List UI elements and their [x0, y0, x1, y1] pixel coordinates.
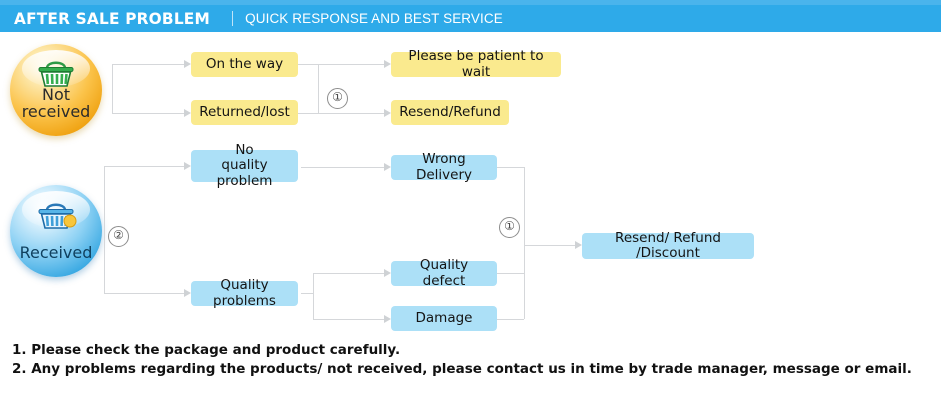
arrowhead-branch1-bottom — [184, 109, 191, 117]
box-quality-problems[interactable]: Quality problems — [191, 278, 298, 308]
connector-branch1-top — [112, 64, 184, 65]
header-content: AFTER SALE PROBLEM QUICK RESPONSE AND BE… — [14, 5, 503, 32]
badge-received: Received — [10, 185, 102, 277]
arrowhead-outcome — [575, 241, 582, 249]
connector-branch1-mid-out-bottom — [318, 113, 384, 114]
arrowhead-branch1-out-top — [384, 60, 391, 68]
connector-merge-out — [524, 245, 575, 246]
arrowhead-branch1-top — [184, 60, 191, 68]
footer-notes: 1. Please check the package and product … — [12, 341, 922, 379]
badge-not-received: Not received — [10, 44, 102, 136]
connector-branch1-bottom — [112, 113, 184, 114]
header-top-strip — [0, 0, 941, 5]
connector-quality-problems-stub — [301, 293, 313, 294]
header-bar: AFTER SALE PROBLEM QUICK RESPONSE AND BE… — [0, 5, 941, 32]
connector-branch1-mid-in-top — [298, 64, 318, 65]
arrowhead-damage — [384, 315, 391, 323]
connector-quality-problems-trunk — [313, 273, 314, 319]
connector-merge-in-wrong-delivery — [497, 167, 524, 168]
box-resend-refund[interactable]: Resend/Refund — [391, 100, 509, 125]
connector-branch1-mid-in-bottom — [298, 113, 318, 114]
circled-number-2: ② — [108, 226, 129, 247]
badge-label-received: Received — [19, 242, 93, 262]
header-subtitle: QUICK RESPONSE AND BEST SERVICE — [245, 11, 503, 26]
connector-no-quality-to-wrong-delivery — [301, 167, 384, 168]
arrowhead-branch2-bottom — [184, 289, 191, 297]
circled-number-1-branch2: ① — [499, 217, 520, 238]
box-on-the-way[interactable]: On the way — [191, 52, 298, 77]
box-wrong-delivery[interactable]: Wrong Delivery — [391, 152, 497, 182]
circled-number-1-branch1: ① — [327, 88, 348, 109]
connector-to-damage — [313, 319, 384, 320]
connector-to-quality-defect — [313, 273, 384, 274]
arrowhead-quality-defect — [384, 269, 391, 277]
box-damage[interactable]: Damage — [391, 306, 497, 331]
connector-branch1-trunk — [112, 64, 113, 114]
connector-branch1-mid-out-top — [318, 64, 384, 65]
box-please-be-patient[interactable]: Please be patient to wait — [391, 49, 561, 79]
box-resend-refund-discount[interactable]: Resend/ Refund /Discount — [582, 230, 754, 261]
arrowhead-branch1-out-bottom — [384, 109, 391, 117]
connector-branch2-bottom — [104, 293, 184, 294]
connector-merge-in-damage — [497, 319, 524, 320]
note-line-1: 1. Please check the package and product … — [12, 342, 401, 358]
box-no-quality-problem[interactable]: No quality problem — [191, 143, 298, 188]
page-title: AFTER SALE PROBLEM — [14, 9, 210, 28]
connector-merge-trunk — [524, 167, 525, 319]
connector-merge-in-quality-defect — [497, 273, 524, 274]
arrowhead-wrong-delivery — [384, 163, 391, 171]
connector-branch2-top — [104, 166, 184, 167]
note-line-2: 2. Any problems regarding the products/ … — [12, 361, 912, 377]
arrowhead-branch2-top — [184, 162, 191, 170]
connector-branch2-trunk — [104, 166, 105, 294]
box-returned-lost[interactable]: Returned/lost — [191, 100, 298, 125]
badge-label-not-received: Not received — [21, 85, 91, 121]
shopping-basket-icon — [34, 198, 78, 239]
box-quality-defect[interactable]: Quality defect — [391, 258, 497, 288]
header-divider — [232, 11, 234, 26]
connector-branch1-mid-trunk — [318, 64, 319, 114]
